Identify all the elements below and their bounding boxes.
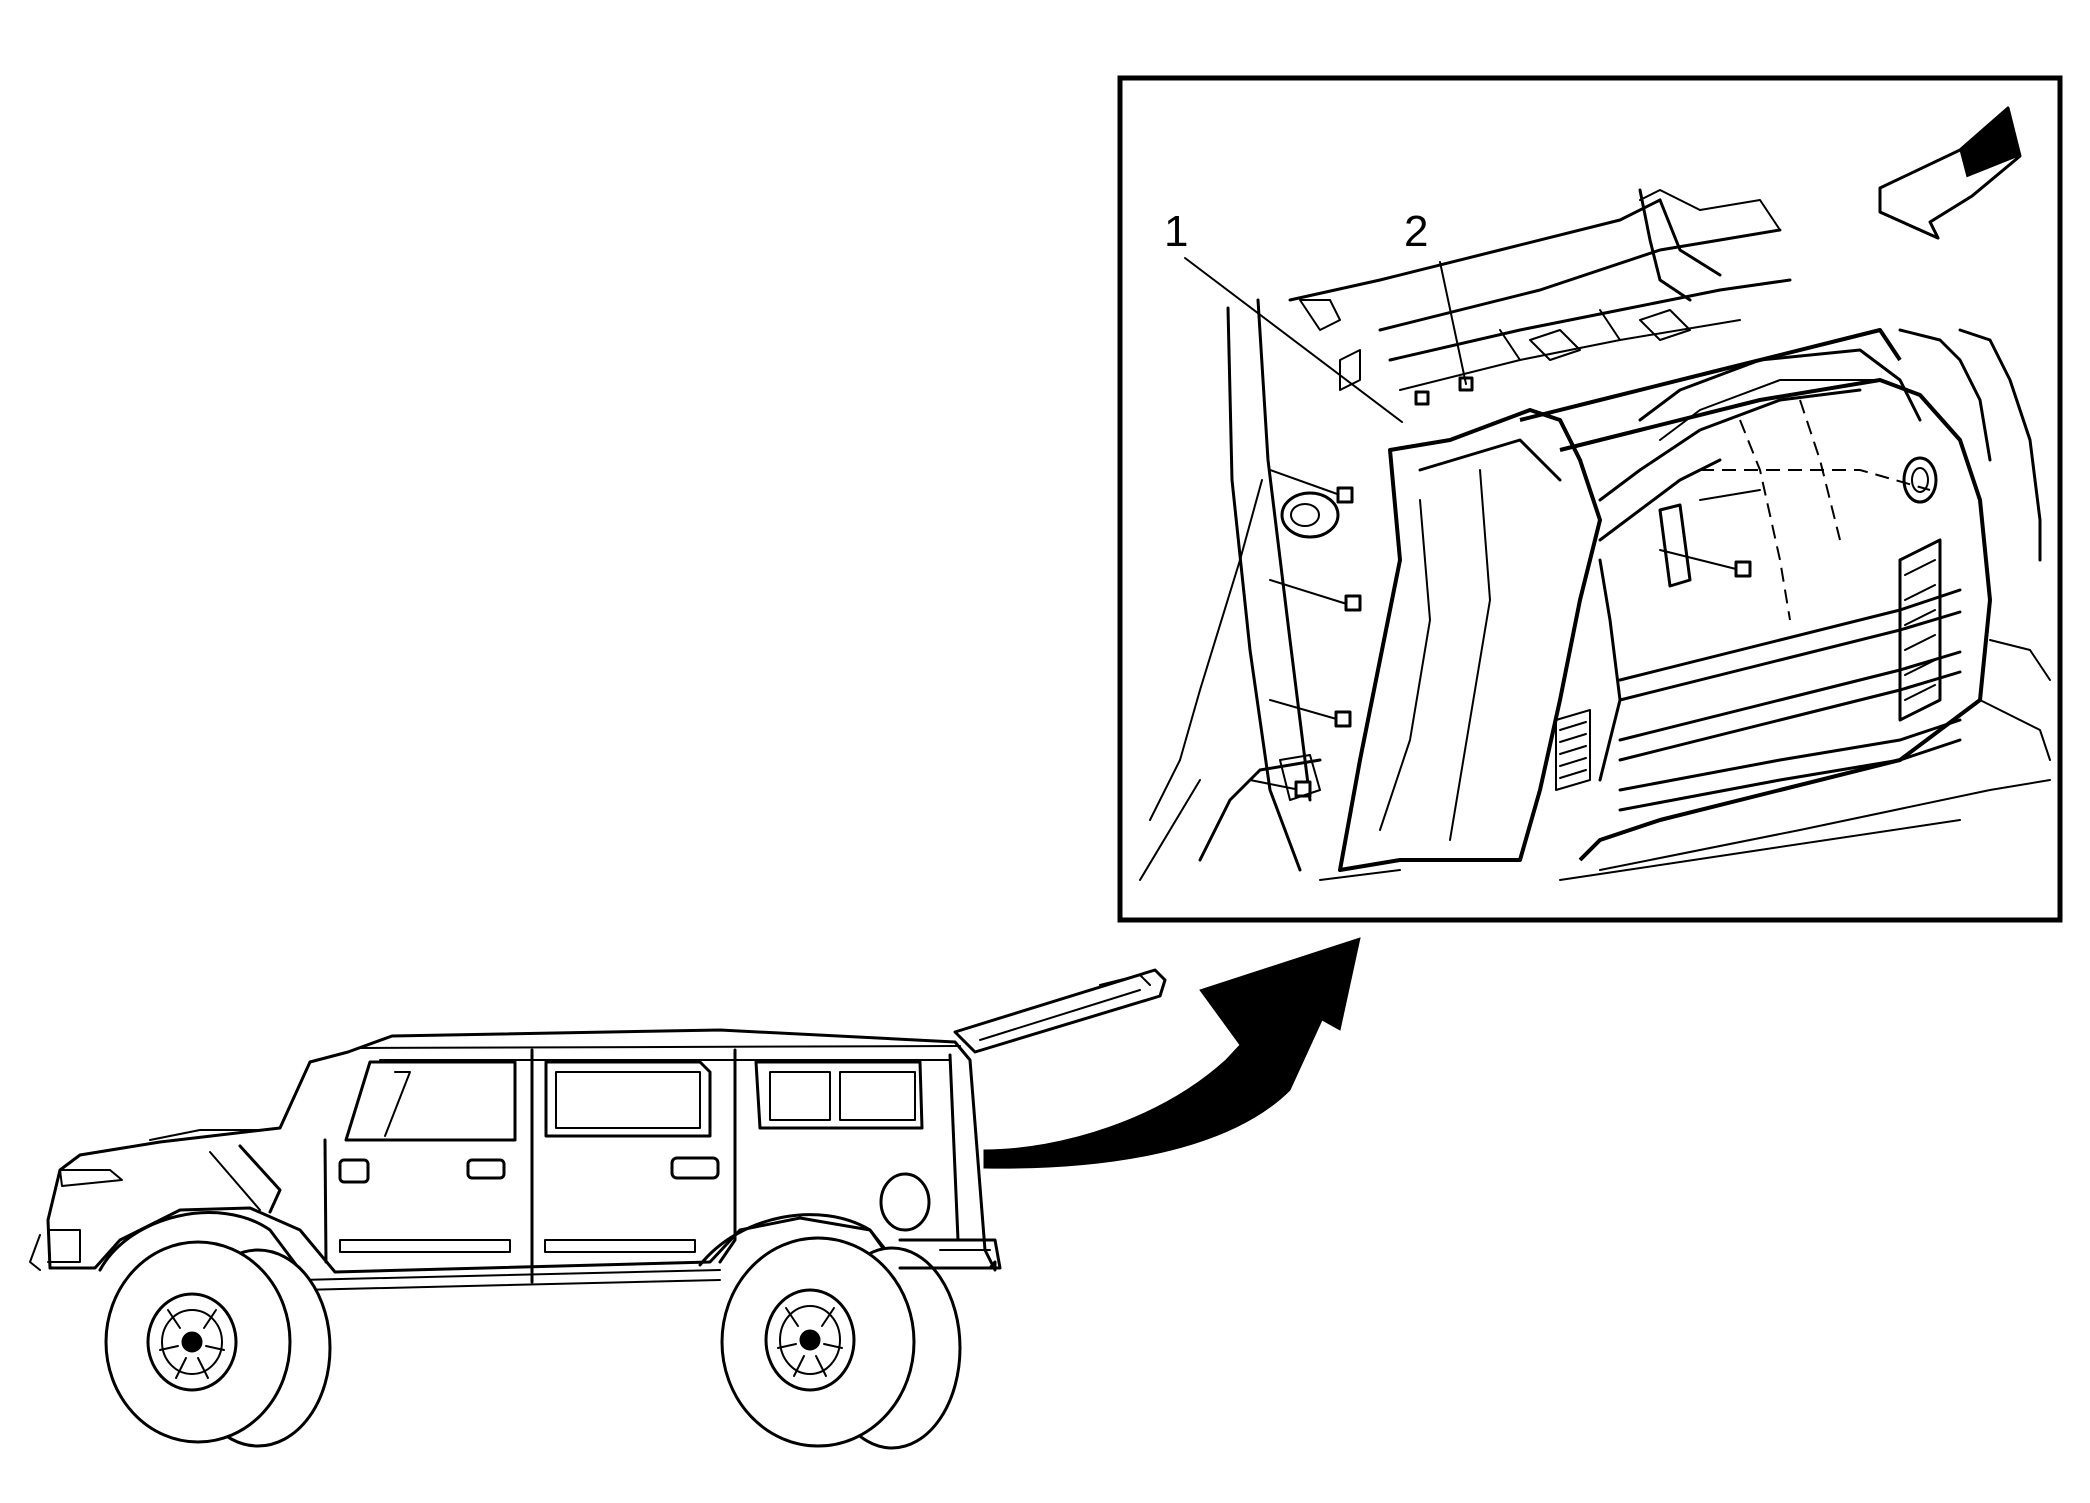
callout-2-label: 2 — [1404, 207, 1428, 256]
curved-arrow-icon — [983, 937, 1361, 1169]
detail-inset: 1 2 — [1117, 75, 2063, 923]
view-direction-arrow-icon — [1878, 106, 2022, 240]
callout-2-leader — [1439, 261, 1467, 385]
suv-side-view-illustration — [29, 968, 1167, 1450]
front-wheel — [104, 1240, 332, 1448]
rear-quarter-trim-panel-detail: 1 2 — [1139, 188, 2051, 881]
rear-wheel — [720, 1236, 962, 1450]
callout-1-leader — [1184, 257, 1403, 423]
callout-1-label: 1 — [1164, 207, 1188, 256]
